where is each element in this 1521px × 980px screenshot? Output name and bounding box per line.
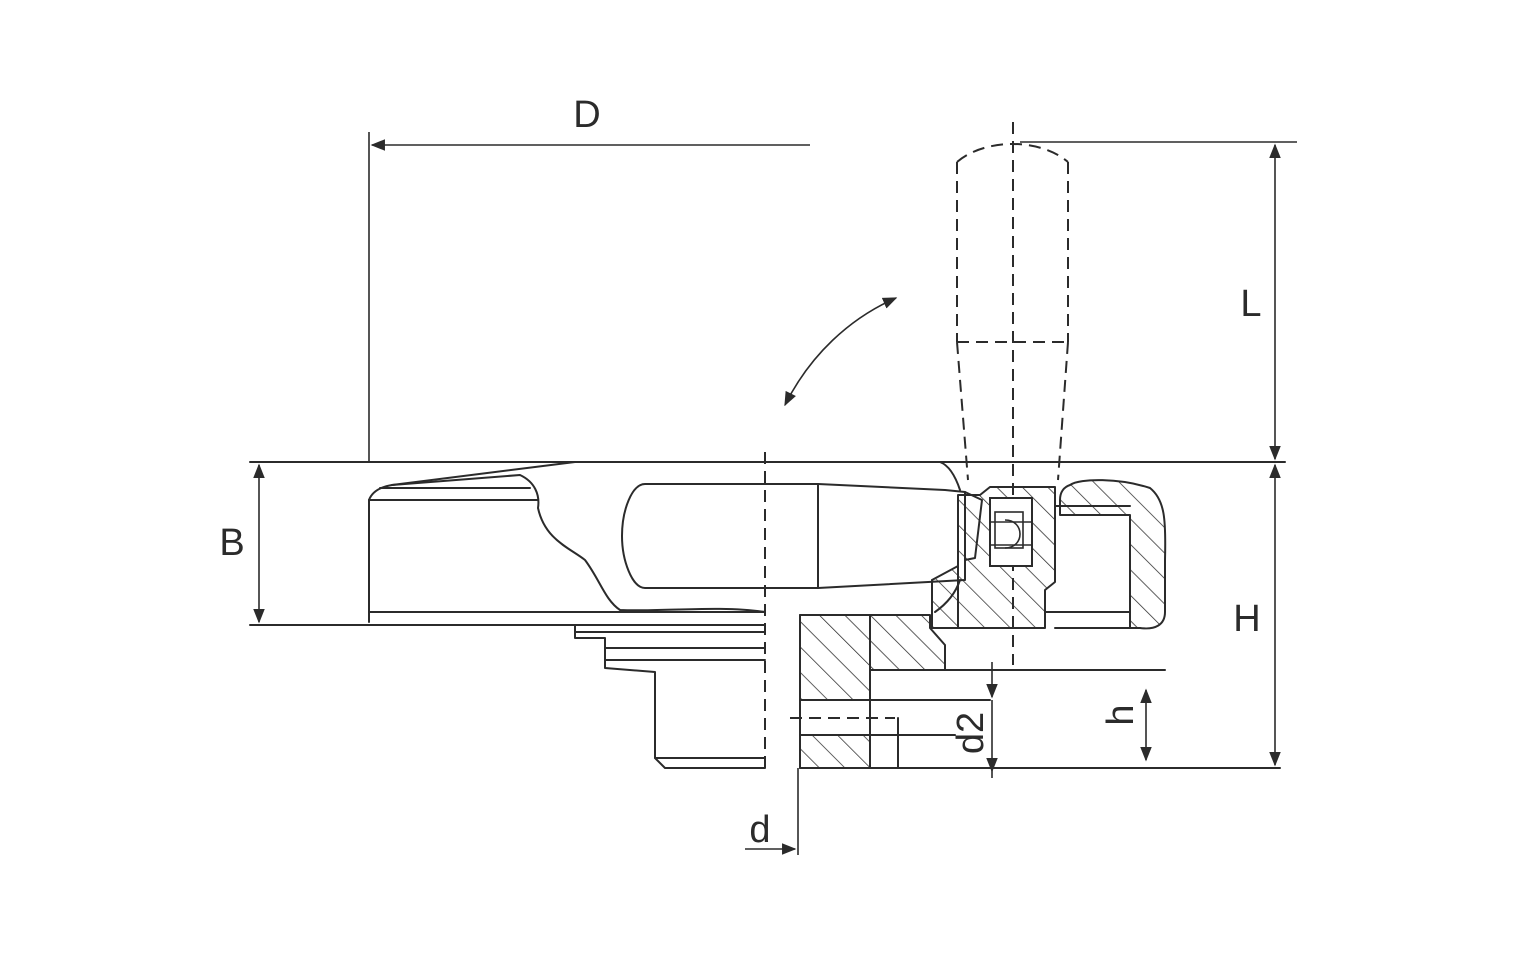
label-B: B (219, 522, 244, 564)
dimension-d2: d2 (950, 662, 998, 778)
pivot-section (931, 486, 1056, 629)
dimension-d: d (745, 768, 799, 855)
dimension-B: B (219, 463, 265, 624)
label-d2: d2 (950, 712, 992, 754)
label-H: H (1233, 598, 1260, 640)
wheel-rim (249, 461, 1286, 626)
rim-section-right (1044, 479, 1167, 630)
label-d: d (749, 809, 770, 851)
central-hub (574, 452, 1281, 775)
folded-handle (621, 461, 966, 613)
dimension-h: h (1100, 688, 1152, 762)
upright-handle-phantom (956, 122, 1069, 665)
label-h: h (1100, 704, 1142, 725)
dimension-L: L (1020, 141, 1297, 461)
rotation-arrow (784, 297, 898, 407)
label-D: D (573, 94, 600, 136)
label-L: L (1240, 283, 1261, 325)
dimension-H: H (1233, 463, 1281, 767)
dimension-D: D (368, 94, 810, 462)
